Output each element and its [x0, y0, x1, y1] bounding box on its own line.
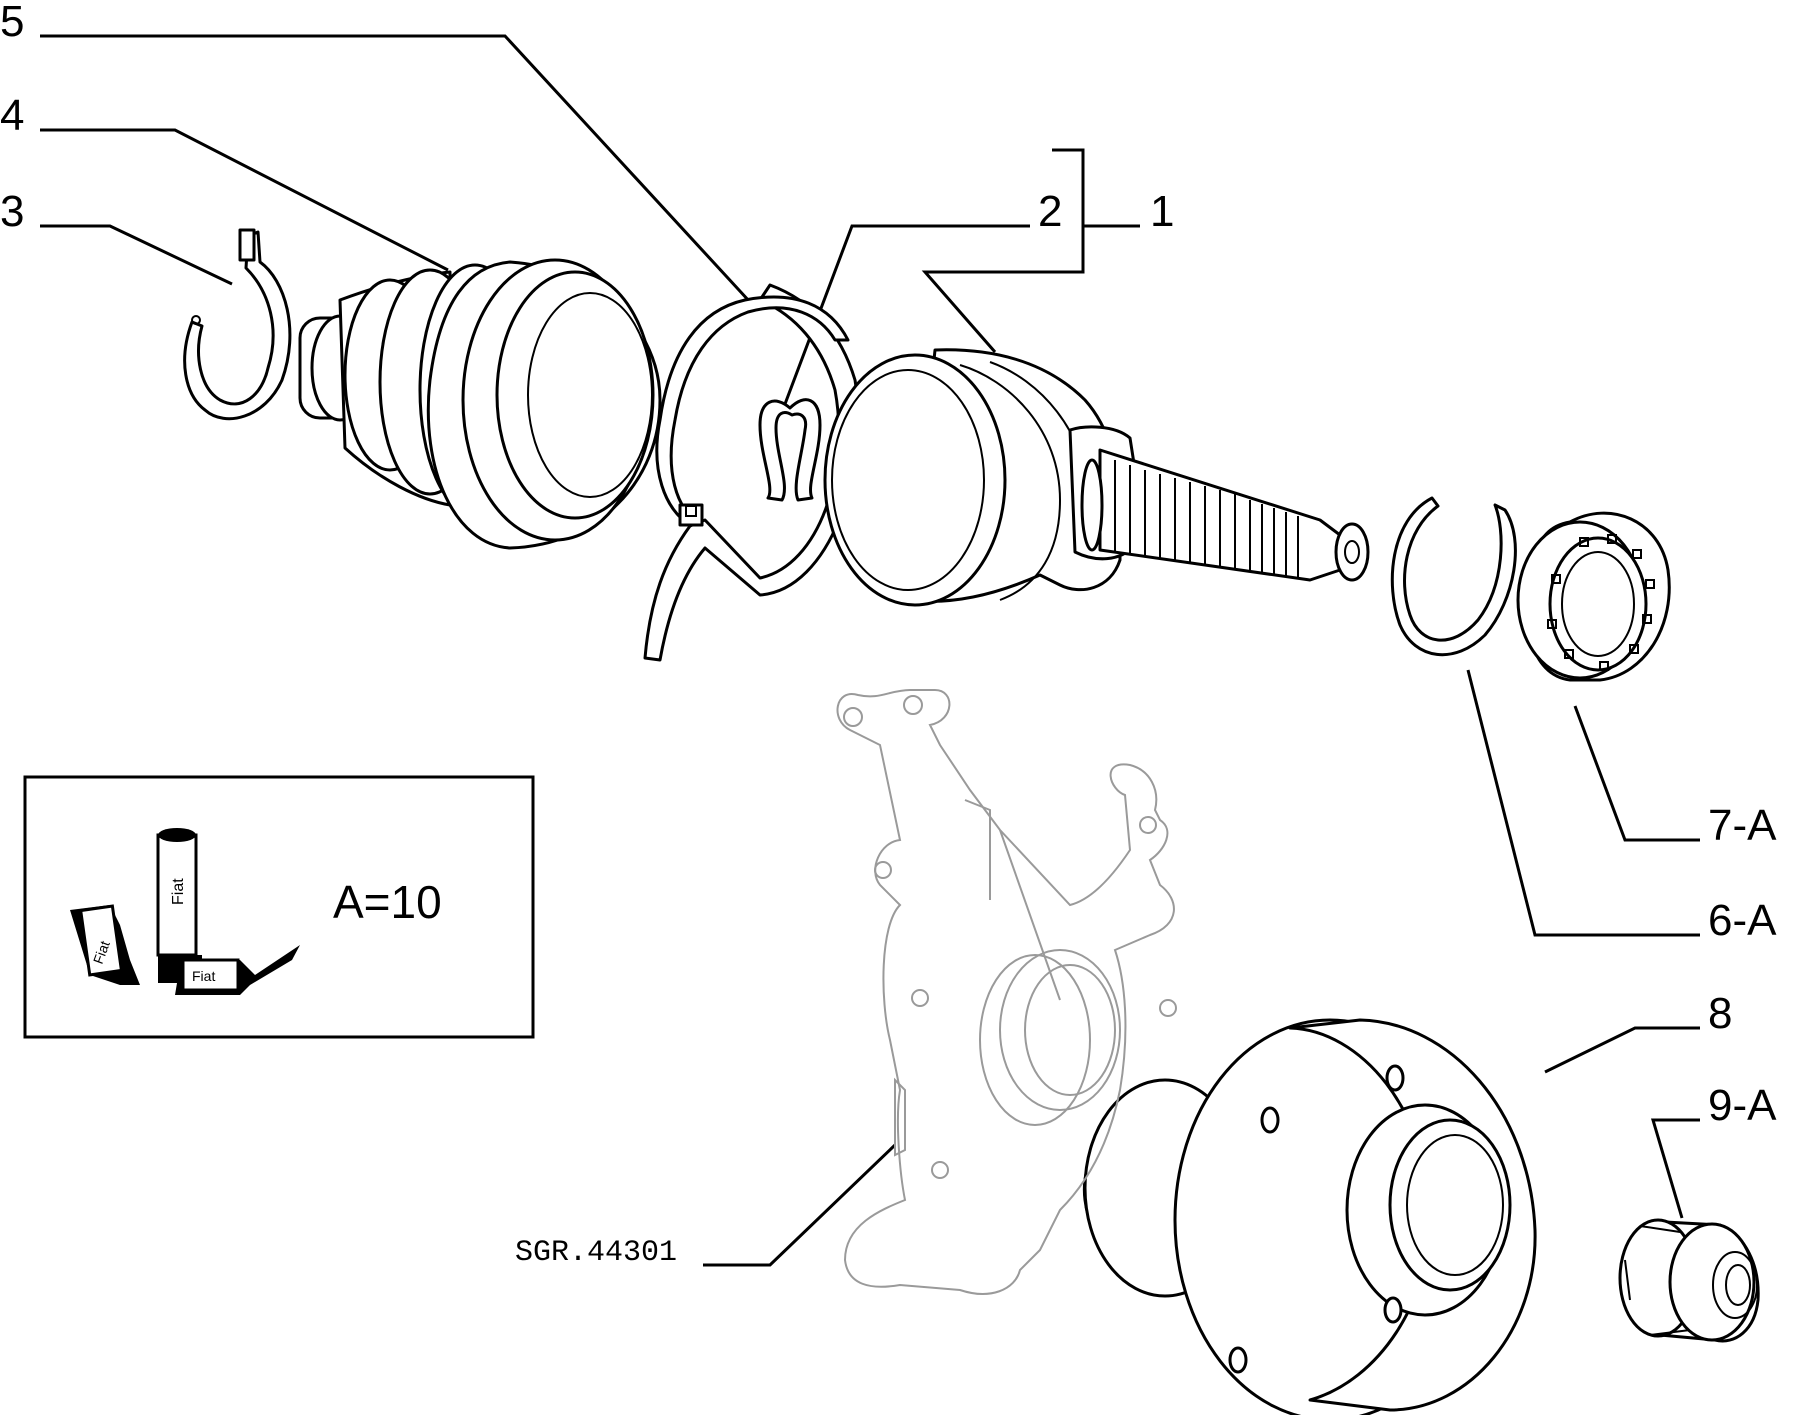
lubricant-legend: Fiat Fiat Fiat A=10	[23, 775, 535, 1039]
legend-value: A=10	[333, 876, 442, 928]
wheel-hub-part-8	[1082, 1018, 1537, 1415]
hub-nut-part-9	[1618, 1218, 1760, 1343]
bearing-part-7	[1516, 511, 1671, 682]
circlip-part-2	[758, 398, 822, 502]
lubricant-icon: Fiat Fiat Fiat	[70, 828, 300, 995]
leader-lines	[40, 34, 1700, 1267]
snap-ring-part-6	[1390, 496, 1517, 657]
callout-5: 5	[0, 0, 24, 46]
callout-4: 4	[0, 91, 24, 140]
callout-8: 8	[1708, 989, 1732, 1038]
cv-joint-part-1	[823, 348, 1370, 607]
steering-knuckle	[836, 689, 1177, 1295]
reference-code: SGR.44301	[515, 1236, 677, 1270]
small-clamp-part-3	[183, 228, 292, 421]
brand-label-can: Fiat	[170, 878, 187, 905]
callout-9-a: 9-A	[1708, 1081, 1777, 1130]
callout-3: 3	[0, 187, 24, 236]
boot-part-4	[298, 258, 662, 550]
callout-7-a: 7-A	[1708, 801, 1777, 850]
callout-1: 1	[1150, 187, 1174, 236]
brand-label-box-right: Fiat	[192, 968, 215, 984]
brand-label-box-left: Fiat	[90, 939, 113, 967]
callout-6-a: 6-A	[1708, 896, 1777, 945]
callout-2: 2	[1038, 187, 1062, 236]
